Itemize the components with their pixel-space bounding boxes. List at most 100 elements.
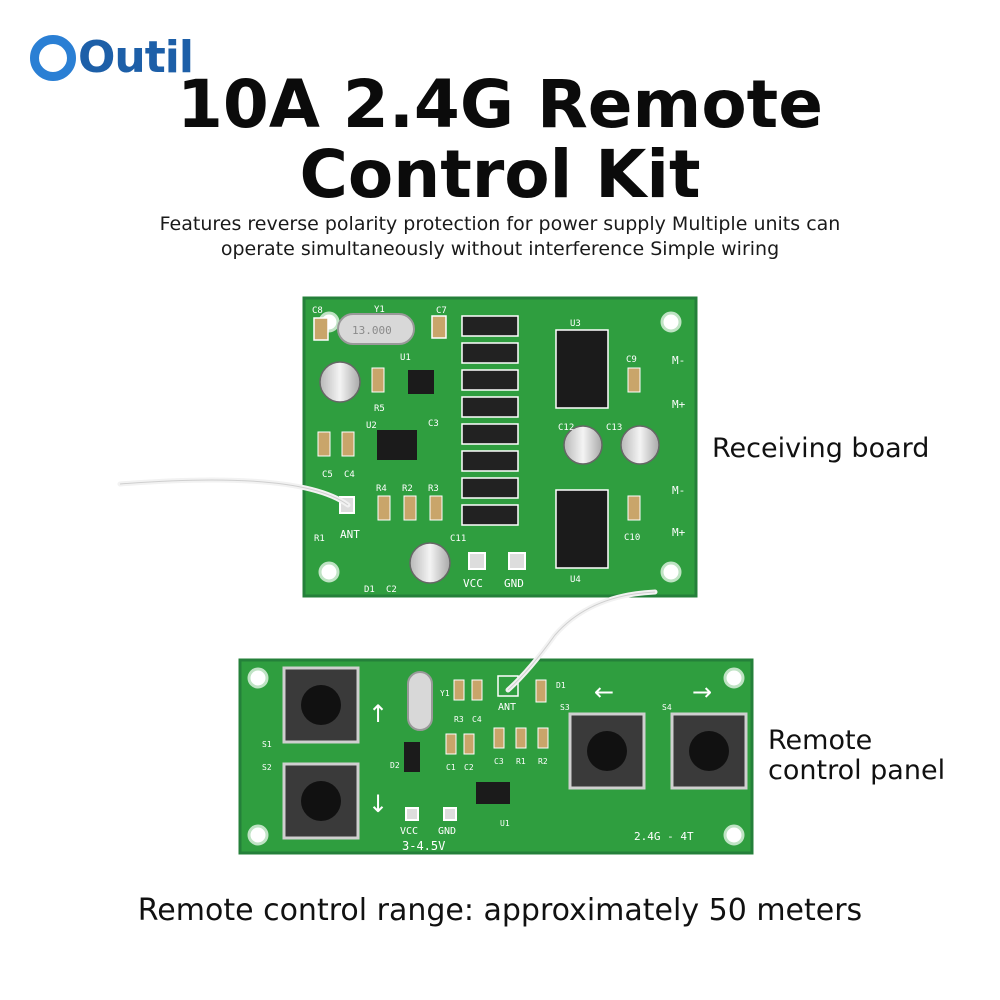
silk-vcc: VCC bbox=[463, 577, 483, 590]
push-button-s4 bbox=[670, 712, 748, 790]
ant-pad bbox=[497, 675, 519, 697]
smd-resistor bbox=[515, 727, 527, 749]
subtitle: Features reverse polarity protection for… bbox=[80, 212, 920, 262]
subtitle-line-1: Features reverse polarity protection for… bbox=[159, 213, 841, 235]
remote-crystal bbox=[407, 671, 433, 731]
arrow-left-icon: ← bbox=[594, 678, 614, 706]
silk-u1: U1 bbox=[500, 819, 510, 828]
receiver-label: Receiving board bbox=[712, 433, 930, 464]
smd-capacitor bbox=[627, 495, 641, 521]
silk-c13: C13 bbox=[606, 423, 622, 433]
push-button-s1 bbox=[282, 666, 360, 744]
smd-capacitor bbox=[317, 431, 331, 457]
remote-diode-d2 bbox=[404, 742, 420, 772]
silk-s4: S4 bbox=[662, 703, 672, 712]
silk-c5: C5 bbox=[322, 470, 333, 480]
silk-ant: ANT bbox=[498, 702, 516, 713]
gnd-pad bbox=[508, 552, 526, 570]
smd-capacitor bbox=[471, 679, 483, 701]
silk-d1: D1 bbox=[364, 585, 375, 595]
receiver-antenna-wire-edge bbox=[119, 479, 349, 506]
smd-capacitor bbox=[445, 733, 457, 755]
silk-u4: U4 bbox=[570, 575, 581, 585]
silk-r3: R3 bbox=[428, 484, 439, 494]
silk-u2: U2 bbox=[366, 421, 377, 431]
silk-c10: C10 bbox=[624, 533, 640, 543]
mount-hole bbox=[247, 824, 269, 846]
silk-c12: C12 bbox=[558, 423, 574, 433]
mount-hole bbox=[723, 824, 745, 846]
silk-r3: R3 bbox=[454, 715, 464, 724]
title-line-2: Control Kit bbox=[299, 136, 701, 213]
mount-hole bbox=[723, 667, 745, 689]
silk-m3: M- bbox=[672, 484, 685, 497]
vcc-pad bbox=[468, 552, 486, 570]
smd-resistor bbox=[453, 679, 465, 701]
silk-voltage: 3-4.5V bbox=[402, 839, 445, 853]
silk-gnd: GND bbox=[504, 577, 524, 590]
mount-hole bbox=[660, 561, 682, 583]
electrolytic-capacitor bbox=[563, 425, 603, 465]
silk-c3: C3 bbox=[494, 757, 504, 766]
remote-label-line-2: control panel bbox=[768, 755, 946, 786]
push-button-s2 bbox=[282, 762, 360, 840]
silk-r2: R2 bbox=[538, 757, 548, 766]
smd-resistor bbox=[377, 495, 391, 521]
smd-resistor bbox=[429, 495, 443, 521]
silk-crystal: 13.000 bbox=[352, 324, 392, 337]
silk-s1: S1 bbox=[262, 740, 272, 749]
silk-r4: R4 bbox=[376, 484, 387, 494]
silk-c8: C8 bbox=[312, 306, 323, 316]
arrow-right-icon: → bbox=[692, 678, 712, 706]
silk-ant: ANT bbox=[340, 528, 360, 541]
brand-logo: Outil bbox=[30, 32, 194, 83]
silk-u3: U3 bbox=[570, 319, 581, 329]
silk-m1: M- bbox=[672, 354, 685, 367]
push-button-s3 bbox=[568, 712, 646, 790]
electrolytic-capacitor bbox=[409, 542, 451, 584]
driver-chip-u3 bbox=[555, 329, 609, 409]
diode-array bbox=[461, 315, 519, 526]
silk-m2: M+ bbox=[672, 398, 686, 411]
voltage-regulator bbox=[408, 370, 434, 394]
crystal-oscillator bbox=[337, 313, 415, 345]
silk-d2: D2 bbox=[390, 761, 400, 770]
smd-capacitor bbox=[493, 727, 505, 749]
mount-hole bbox=[318, 561, 340, 583]
smd-capacitor bbox=[313, 317, 329, 341]
electrolytic-capacitor bbox=[319, 361, 361, 403]
smd-capacitor bbox=[627, 367, 641, 393]
silk-r1: R1 bbox=[516, 757, 526, 766]
silk-c2: C2 bbox=[386, 585, 397, 595]
receiver-chip-u2 bbox=[377, 430, 417, 460]
mount-hole bbox=[247, 667, 269, 689]
remote-label-line-1: Remote bbox=[768, 725, 873, 756]
smd-resistor bbox=[537, 727, 549, 749]
remote-label: Remote control panel bbox=[768, 726, 945, 786]
silk-s2: S2 bbox=[262, 763, 272, 772]
silk-c9: C9 bbox=[626, 355, 637, 365]
smd-capacitor bbox=[431, 315, 447, 339]
silk-vcc: VCC bbox=[400, 826, 418, 837]
silk-y1: Y1 bbox=[374, 305, 385, 315]
gnd-pad bbox=[443, 807, 457, 821]
silk-d1: D1 bbox=[556, 681, 566, 690]
page-title: 10A 2.4G Remote Control Kit bbox=[0, 70, 1000, 210]
remote-antenna-wire-edge bbox=[507, 591, 656, 691]
silk-y1: Y1 bbox=[440, 689, 450, 698]
silk-model: 2.4G - 4T bbox=[634, 830, 694, 843]
silk-r2: R2 bbox=[402, 484, 413, 494]
silk-c2: C2 bbox=[464, 763, 474, 772]
electrolytic-capacitor bbox=[620, 425, 660, 465]
silk-r5: R5 bbox=[374, 404, 385, 414]
vcc-pad bbox=[405, 807, 419, 821]
mount-hole bbox=[660, 311, 682, 333]
silk-c4: C4 bbox=[472, 715, 482, 724]
remote-control-board: ↑ ↓ ← → S1 S2 S3 S4 Y1 D1 D2 R3 C4 C1 C2 bbox=[238, 589, 754, 855]
silk-s3: S3 bbox=[560, 703, 570, 712]
smd-resistor bbox=[371, 367, 385, 393]
logo-ring-icon bbox=[30, 34, 76, 81]
arrow-down-icon: ↓ bbox=[368, 790, 388, 818]
driver-chip-u4 bbox=[555, 489, 609, 569]
